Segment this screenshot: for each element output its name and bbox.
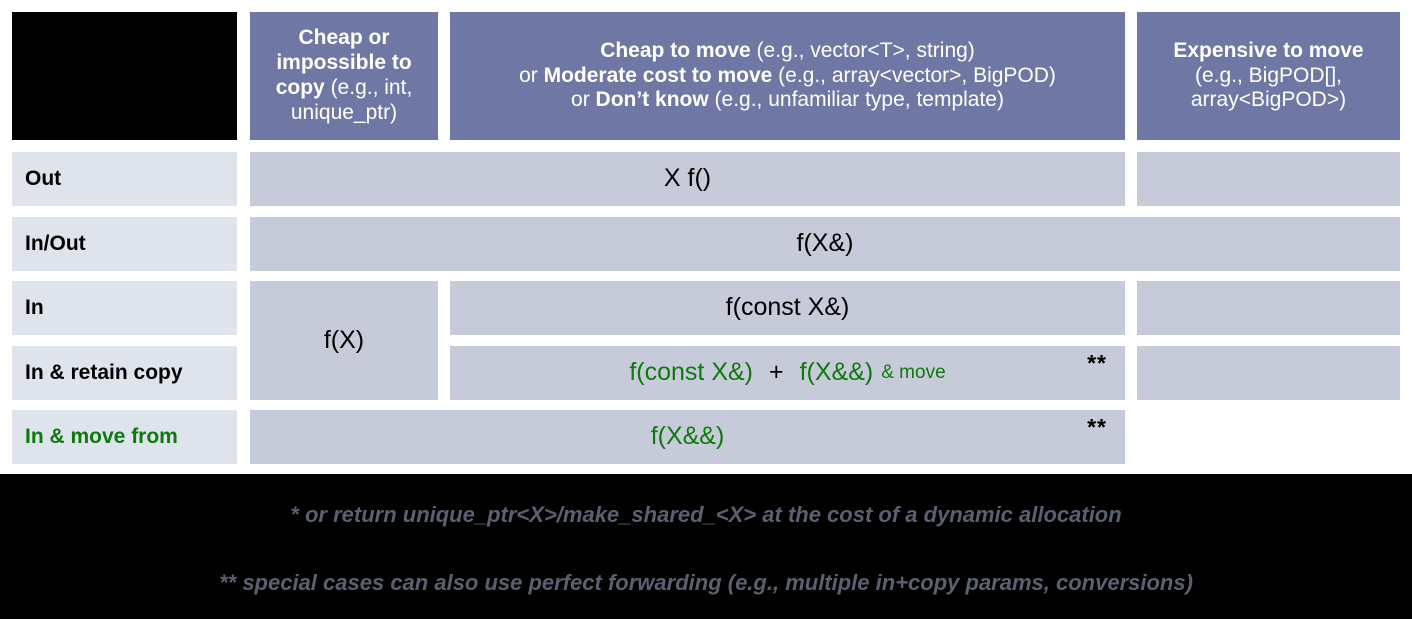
row-label-text: In bbox=[25, 295, 44, 319]
footnote-double-star: ** special cases can also use perfect fo… bbox=[219, 570, 1193, 595]
hdr-line-bold: Cheap to move bbox=[600, 38, 751, 62]
cell-expensive-out-empty bbox=[1137, 152, 1400, 206]
cell-code-plus: + bbox=[769, 358, 784, 387]
cell-code-part1: f(const X&) bbox=[629, 358, 753, 387]
cell-expensive-in-empty bbox=[1137, 281, 1400, 335]
cell-code-text: f(X&&) bbox=[650, 422, 725, 451]
column-header-cheap-to-move: Cheap to move (e.g., vector<T>, string) … bbox=[450, 12, 1125, 140]
cell-expensive-retain-copy-empty bbox=[1137, 346, 1400, 400]
hdr-line-bold: Moderate cost to move bbox=[543, 63, 773, 87]
footnote-single-star: * or return unique_ptr<X>/make_shared_<X… bbox=[290, 502, 1122, 527]
hdr-line-bold: Don’t know bbox=[595, 88, 709, 112]
hdr-line-rest: (e.g., unfamiliar type, template) bbox=[708, 88, 1004, 112]
hdr-line-rest: (e.g., BigPOD[], bbox=[1194, 63, 1343, 87]
hdr-line-bold: copy bbox=[275, 76, 325, 99]
cell-code-text: X f() bbox=[663, 164, 712, 193]
hdr-line-rest: (e.g., array<vector>, BigPOD) bbox=[772, 63, 1056, 87]
cell-code-part2: f(X&&) bbox=[799, 358, 874, 387]
cell-inout-fxref: f(X&) bbox=[250, 217, 1400, 271]
footnote-marker-double: ** bbox=[1087, 414, 1107, 440]
cell-in-fx: f(X) bbox=[250, 281, 438, 400]
cell-retain-copy-combo: f(const X&) + f(X&&) & move ** bbox=[450, 346, 1125, 400]
row-label-in: In bbox=[12, 281, 237, 335]
footnote-marker-double: ** bbox=[1087, 350, 1107, 376]
cell-code-text: f(X) bbox=[323, 325, 365, 354]
row-label-text: In/Out bbox=[25, 231, 86, 255]
hdr-line-bold: impossible to bbox=[276, 51, 412, 75]
cell-code-text: f(const X&) bbox=[725, 293, 850, 322]
cell-move-from-fxrvalue: f(X&&) ** bbox=[250, 410, 1125, 464]
row-label-out: Out bbox=[12, 152, 237, 206]
hdr-line-rest: (e.g., int, bbox=[324, 76, 413, 99]
cell-code-part3: & move bbox=[881, 361, 946, 383]
footnote-band bbox=[0, 474, 1412, 619]
row-label-text: Out bbox=[25, 166, 62, 190]
hdr-line-rest: array<BigPOD>) bbox=[1190, 88, 1347, 112]
cell-code-text: f(X&) bbox=[796, 229, 854, 258]
hdr-line-rest: unique_ptr) bbox=[290, 100, 398, 124]
hdr-line-prefix: or bbox=[571, 88, 596, 112]
row-label-in-out: In/Out bbox=[12, 217, 237, 271]
row-label-in-retain-copy: In & retain copy bbox=[12, 346, 237, 400]
cell-out-xf: X f() bbox=[250, 152, 1125, 206]
row-label-text: In & retain copy bbox=[25, 360, 183, 384]
hdr-line-prefix: or bbox=[519, 63, 544, 87]
cell-in-fconstxref: f(const X&) bbox=[450, 281, 1125, 335]
row-label-text: In & move from bbox=[25, 424, 178, 448]
row-label-in-move-from: In & move from bbox=[12, 410, 237, 464]
hdr-line-bold: Cheap or bbox=[298, 26, 390, 50]
corner-block bbox=[12, 12, 237, 140]
column-header-cheap-or-impossible-to-copy: Cheap or impossible to copy (e.g., int, … bbox=[250, 12, 438, 140]
column-header-expensive-to-move: Expensive to move (e.g., BigPOD[], array… bbox=[1137, 12, 1400, 140]
hdr-line-bold: Expensive to move bbox=[1173, 38, 1364, 62]
hdr-line-rest: (e.g., vector<T>, string) bbox=[750, 38, 975, 62]
